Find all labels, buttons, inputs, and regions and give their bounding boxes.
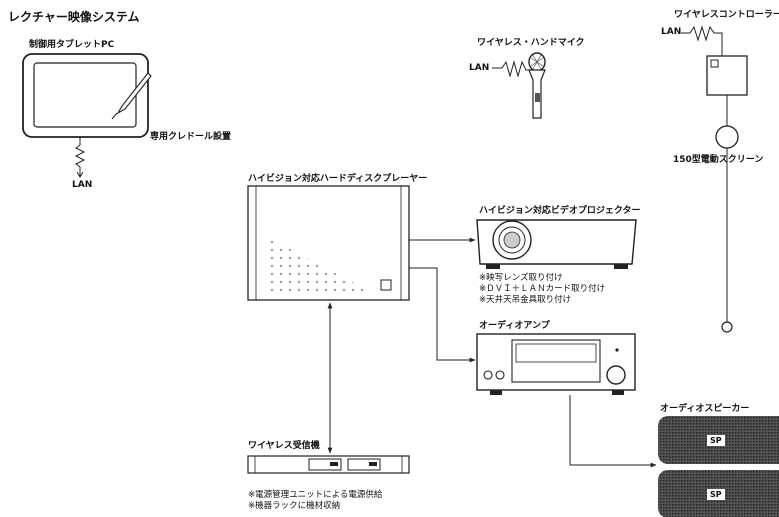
speaker-label: オーディオスピーカー	[660, 404, 750, 414]
amp-to-speaker-line	[569, 395, 657, 468]
page-title: レクチャー映像システム	[8, 10, 140, 24]
player-to-amp-line	[409, 267, 476, 363]
mic-lan-wire	[492, 60, 530, 78]
tablet-icon	[22, 53, 152, 138]
hdd-player-icon	[247, 185, 410, 301]
screen-label: 150型電動スクリーン	[673, 155, 764, 165]
amp-label: オーディオアンプ	[479, 321, 550, 331]
screen-end-icon	[721, 321, 733, 333]
audio-amp-icon	[476, 333, 636, 395]
controller-lan-label: LAN	[661, 27, 682, 37]
wireless-controller-icon	[706, 55, 748, 96]
tablet-lan-label: LAN	[72, 180, 93, 190]
projector-note-1: ※映写レンズ取り付け	[479, 273, 563, 283]
player-label: ハイビジョン対応ハードディスクプレーヤー	[248, 174, 428, 184]
receiver-note-1: ※電源管理ユニットによる電源供給	[248, 490, 383, 500]
projector-note-3: ※天井天吊金具取り付け	[479, 295, 572, 305]
mic-lan-label: LAN	[469, 63, 490, 73]
speaker-1-tag: SP	[707, 435, 725, 446]
controller-label: ワイヤレスコントローラー	[674, 10, 779, 20]
projector-icon	[476, 219, 637, 269]
cradle-label: 専用クレドール設置	[150, 132, 232, 142]
controller-lan-wire	[681, 25, 723, 56]
projector-note-2: ※ＤＶＩ＋ＬＡＮカード取り付け	[479, 284, 606, 294]
speaker-2-tag: SP	[707, 489, 725, 500]
wireless-receiver-icon	[247, 455, 410, 474]
receiver-label: ワイヤレス受信機	[248, 441, 320, 451]
receiver-note-2: ※機器ラックに機材収納	[248, 501, 341, 511]
tablet-label: 制御用タブレットPC	[29, 40, 115, 50]
microphone-icon	[528, 52, 546, 119]
mic-label: ワイヤレス・ハンドマイク	[477, 38, 585, 48]
projector-label: ハイビジョン対応ビデオプロジェクター	[479, 206, 641, 216]
screen-motor-icon	[715, 125, 739, 149]
tablet-lan-wire	[74, 137, 86, 176]
